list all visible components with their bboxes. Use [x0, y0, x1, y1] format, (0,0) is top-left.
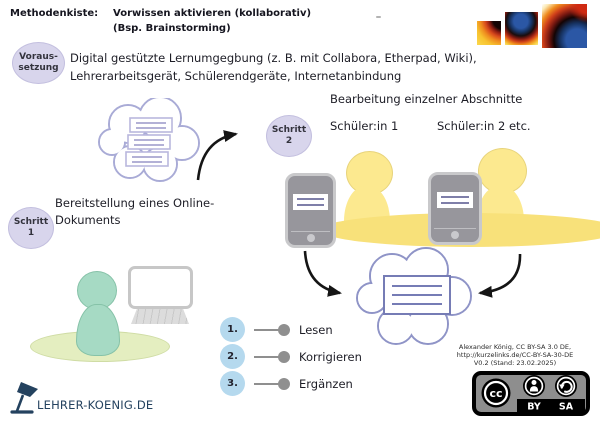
- tablet-1-divider: [290, 231, 331, 232]
- connector-dot-icon: [278, 350, 290, 363]
- process-step-row: 3. Ergänzen: [220, 371, 353, 396]
- sa-arrow-icon: [555, 375, 577, 397]
- step2-badge-line2: 2: [285, 136, 293, 146]
- step1-caption: Bereitstellung eines Online- Dokuments: [55, 195, 214, 229]
- tablet-2-divider: [433, 228, 477, 229]
- student1-label: Schüler:in 1: [330, 119, 399, 133]
- prerequisite-text: Digital gestützte Lernumgegbung (z. B. m…: [70, 50, 477, 85]
- laptop-keyboard-icon: [131, 309, 189, 324]
- prerequisite-text-line2: Lehrerarbeitsgerät, Schülerendgeräte, In…: [70, 68, 402, 83]
- desk-lamp-icon: [10, 382, 38, 414]
- step2-badge-line1: Schritt: [271, 125, 307, 135]
- cc-icon: cc: [481, 378, 511, 408]
- step1-badge-line1: Schritt: [13, 217, 49, 227]
- attribution-line1: Alexander König, CC BY-SA 3.0 DE,: [458, 343, 572, 351]
- header-title-line2: (Bsp. Brainstorming): [113, 23, 231, 34]
- step2-heading: Bearbeitung einzelner Abschnitte: [330, 92, 523, 106]
- teacher-figure-body: [76, 304, 120, 356]
- teacher-figure-head: [77, 271, 117, 310]
- laptop-screen-icon: [128, 266, 193, 309]
- prerequisite-badge: Voraus- setzung: [12, 42, 65, 84]
- header-title-line1: Vorwissen aktivieren (kollaborativ): [113, 8, 312, 19]
- header-label: Methodenkiste:: [10, 8, 99, 19]
- stacked-documents-icon: [125, 117, 173, 167]
- arrow-cloud-to-step2-icon: [196, 130, 238, 181]
- sa-label: SA: [559, 402, 574, 413]
- tablet-2-home-button-icon: [451, 231, 459, 239]
- prerequisite-badge-line1: Voraus-: [19, 52, 58, 62]
- connector-dot-icon: [278, 323, 290, 336]
- tablet-2-document-icon: [436, 192, 474, 209]
- brand-gradient-square-small-icon: [477, 21, 501, 45]
- prerequisite-badge-line2: setzung: [18, 63, 59, 73]
- tablet-1-icon: [285, 173, 336, 248]
- tablet-1-document-icon: [293, 193, 328, 211]
- stray-mark: [376, 16, 381, 18]
- brand-gradient-square-medium-icon: [505, 12, 538, 45]
- step1-badge: Schritt 1: [8, 207, 54, 249]
- online-document-cloud-icon: [98, 98, 200, 182]
- site-label: LEHRER-KOENIG.DE: [37, 398, 154, 412]
- step-label: Korrigieren: [299, 349, 362, 364]
- arrow-tablet2-to-cloud-icon: [478, 253, 522, 298]
- by-person-icon: [523, 375, 545, 397]
- connector-dot-icon: [278, 377, 290, 390]
- process-step-row: 2. Korrigieren: [220, 344, 362, 369]
- student2-label: Schüler:in 2 etc.: [437, 119, 531, 133]
- process-step-row: 1. Lesen: [220, 317, 333, 342]
- step2-badge: Schritt 2: [266, 115, 312, 157]
- cc-by-sa-license-badge: cc BY SA: [472, 371, 590, 416]
- shared-document-cloud-icon: [356, 247, 472, 345]
- connector-line: [254, 377, 290, 390]
- connector-line: [254, 350, 290, 363]
- connector-line: [254, 323, 290, 336]
- step-number-circle: 2.: [220, 344, 245, 369]
- brand-gradient-square-large-icon: [542, 4, 587, 48]
- by-label: BY: [527, 402, 541, 413]
- tablet-1-home-button-icon: [306, 234, 315, 242]
- step-label: Ergänzen: [299, 376, 353, 391]
- step1-caption-line2: Dokuments: [55, 213, 121, 227]
- attribution-line3: V0.2 (Stand: 23.02.2025): [473, 359, 557, 367]
- tablet-2-icon: [428, 172, 482, 245]
- step1-badge-line2: 1: [27, 228, 35, 238]
- step-label: Lesen: [299, 322, 333, 337]
- svg-text:cc: cc: [489, 387, 502, 400]
- arrow-tablet1-to-cloud-icon: [303, 250, 342, 297]
- attribution-text: Alexander König, CC BY-SA 3.0 DE, http:/…: [450, 343, 580, 367]
- step-number-circle: 1.: [220, 317, 245, 342]
- prerequisite-text-line1: Digital gestützte Lernumgegbung (z. B. m…: [70, 51, 477, 65]
- attribution-line2: http://kurzelinks.de/CC-BY-SA-30-DE: [456, 351, 574, 359]
- step-number-circle: 3.: [220, 371, 245, 396]
- step1-caption-line1: Bereitstellung eines Online-: [55, 196, 215, 210]
